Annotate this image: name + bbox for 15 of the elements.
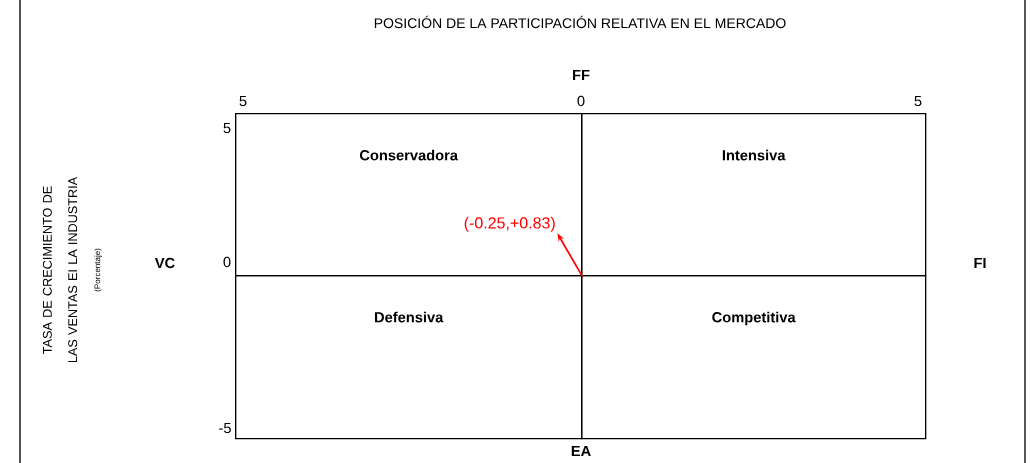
tick-label: 5 xyxy=(239,95,247,107)
axis-note: (Porcentaje) xyxy=(94,248,102,292)
tick-label: 0 xyxy=(223,256,231,268)
quadrant-box: Competitiva xyxy=(581,275,927,440)
axis-label: FI xyxy=(974,257,986,269)
title: POSICIÓN DE LA PARTICIPACIÓN RELATIVA EN EL MERCADO xyxy=(374,15,786,29)
axis-label: EA xyxy=(571,445,591,457)
axis-title: TASA DE CRECIMIENTO DE LAS VENTAS EI LA INDUSTRIA xyxy=(42,176,78,363)
point-label: (-0.25,+0.83) xyxy=(464,216,555,232)
quadrant-box: Defensiva xyxy=(235,275,583,440)
tick-label: 5 xyxy=(223,122,231,134)
quadrant-box: Intensiva xyxy=(581,113,927,277)
axis-label: FF xyxy=(573,69,590,81)
tick-label: 0 xyxy=(577,95,585,107)
axis-label: VC xyxy=(154,257,175,269)
